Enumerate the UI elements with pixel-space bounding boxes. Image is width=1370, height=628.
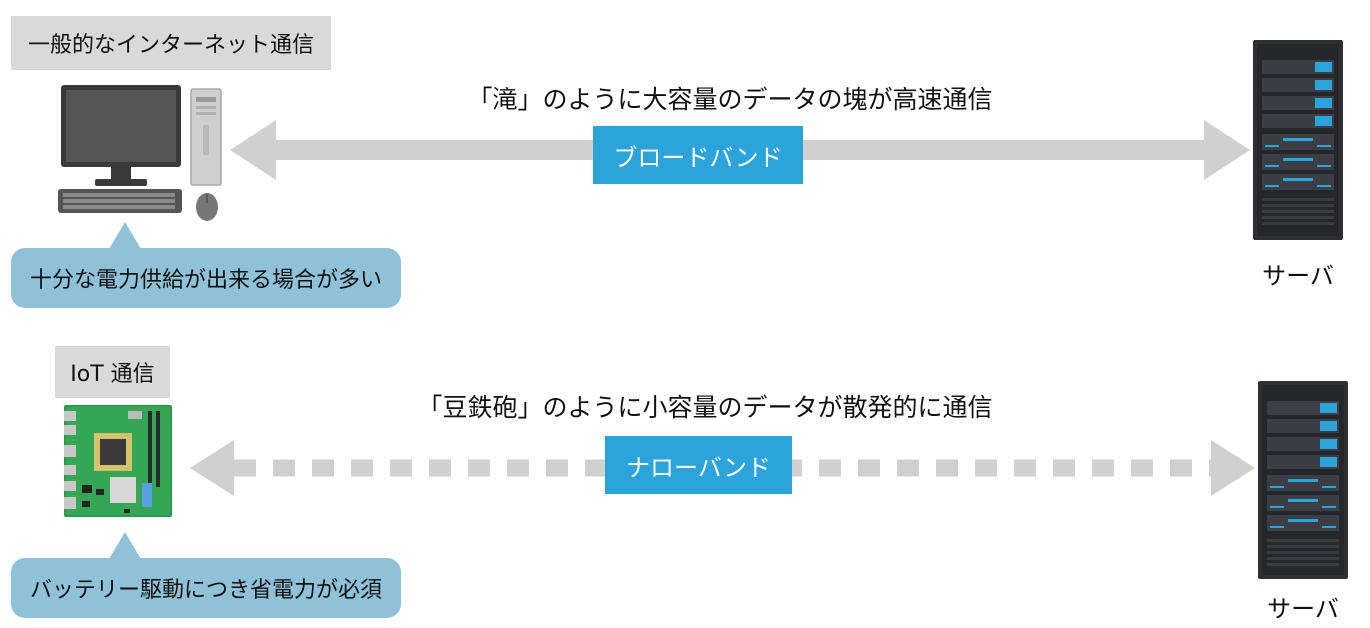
battery-bubble: バッテリー駆動につき省電力が必須 [11,532,401,618]
server-label-bottom: サーバ [1267,595,1339,623]
desktop-computer-icon [58,85,222,221]
power-supply-bubble: 十分な電力供給が出来る場合が多い [11,222,401,308]
internet-communication-tag: 一般的なインターネット通信 [11,16,331,70]
server-label-top: サーバ [1262,262,1334,290]
server-rack-icon [1253,40,1343,240]
narrowband-label: ナローバンド [605,436,792,494]
circuit-board-icon [64,405,172,517]
server-rack-icon [1258,381,1348,579]
narrowband-caption: 「豆鉄砲」のように小容量のデータが散発的に通信 [417,393,993,422]
broadband-label: ブロードバンド [593,126,803,184]
iot-communication-tag: IoT 通信 [55,346,170,398]
broadband-caption: 「滝」のように大容量のデータの塊が高速通信 [467,85,993,114]
